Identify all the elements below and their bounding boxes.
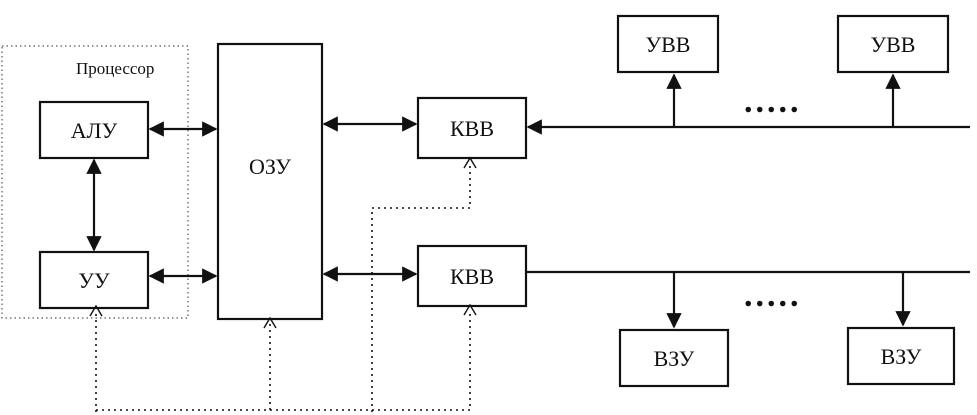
io-controller-top-label: КВВ bbox=[450, 116, 494, 141]
io-device-1-block: УВВ bbox=[616, 14, 720, 74]
alu-block: АЛУ bbox=[38, 100, 150, 160]
io-controller-bottom-block: КВВ bbox=[416, 244, 528, 308]
alu-label: АЛУ bbox=[71, 118, 118, 143]
control-arrowhead-cu bbox=[89, 304, 103, 317]
ram-label: ОЗУ bbox=[249, 154, 291, 179]
ext-memory-2-label: ВЗУ bbox=[881, 344, 922, 369]
io-controller-top-block: КВВ bbox=[416, 96, 528, 160]
cu-label: УУ bbox=[78, 268, 110, 293]
ext-memory-1-block: ВЗУ bbox=[618, 328, 730, 388]
top-ellipsis: ..... bbox=[744, 83, 802, 120]
control-line-top-kvv bbox=[371, 162, 471, 412]
control-line-bottom-span bbox=[96, 323, 271, 411]
io-device-1-label: УВВ bbox=[646, 32, 691, 57]
io-device-2-block: УВВ bbox=[836, 14, 950, 74]
bottom-ellipsis: ..... bbox=[744, 277, 802, 314]
control-arrowhead-kvv-top bbox=[463, 156, 477, 169]
processor-label: Процессор bbox=[76, 59, 154, 78]
io-controller-bottom-label: КВВ bbox=[450, 264, 494, 289]
io-device-2-label: УВВ bbox=[871, 32, 916, 57]
ram-block: ОЗУ bbox=[216, 42, 324, 321]
control-line-bottom-kvv bbox=[270, 310, 471, 411]
ext-memory-1-label: ВЗУ bbox=[654, 346, 695, 371]
control-arrowhead-ram bbox=[263, 316, 277, 329]
control-arrowhead-kvv-bottom bbox=[463, 303, 477, 316]
processor-boundary bbox=[1, 45, 189, 319]
ext-memory-2-block: ВЗУ bbox=[846, 326, 956, 386]
cu-block: УУ bbox=[38, 250, 150, 310]
